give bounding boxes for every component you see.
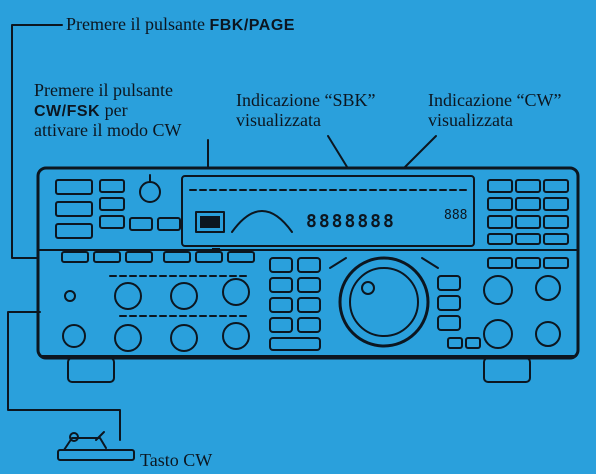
knob xyxy=(170,282,198,310)
sbk-caption-line2: visualizzata xyxy=(236,110,321,130)
fbk-text: Premere il pulsante xyxy=(66,14,205,34)
sub-readout: 888 xyxy=(444,208,468,223)
knob xyxy=(483,275,513,305)
knob xyxy=(222,278,250,306)
knob xyxy=(170,324,198,352)
knob xyxy=(114,282,142,310)
cwfsk-button-name: CW/FSK xyxy=(34,103,101,120)
knob xyxy=(535,321,561,347)
sbk-caption-line1: Indicazione “SBK” xyxy=(236,90,376,110)
centre-keypad xyxy=(269,257,321,351)
cwfsk-caption-line1: Premere il pulsante xyxy=(34,80,173,100)
fbk-caption: Premere il pulsante FBK/PAGE xyxy=(66,14,295,36)
frequency-readout: 8888888 xyxy=(306,211,396,232)
fbk-button-name: FBK/PAGE xyxy=(209,17,295,34)
cw-indicator-caption-line1: Indicazione “CW” xyxy=(428,90,562,110)
mode-button-row xyxy=(61,251,255,263)
cw-key-icon xyxy=(57,431,135,461)
cwfsk-caption-line2: CW/FSK per xyxy=(34,100,128,122)
knob xyxy=(535,275,561,301)
headphone-jack xyxy=(62,324,86,348)
left-foot xyxy=(67,357,115,383)
cw-key-caption: Tasto CW xyxy=(140,450,213,470)
main-tuning-dial xyxy=(338,256,430,348)
knob xyxy=(114,324,142,352)
right-foot xyxy=(483,357,531,383)
right-keypad xyxy=(437,275,481,349)
right-button-matrix xyxy=(487,179,569,245)
key-cable xyxy=(7,311,121,441)
display-window xyxy=(181,175,475,247)
knob xyxy=(222,322,250,350)
cwfsk-caption-line3: attivare il modo CW xyxy=(34,120,182,140)
fbk-leader-line xyxy=(11,24,63,259)
cw-indicator-caption-line2: visualizzata xyxy=(428,110,513,130)
cwfsk-per: per xyxy=(104,100,128,120)
knob xyxy=(483,319,513,349)
